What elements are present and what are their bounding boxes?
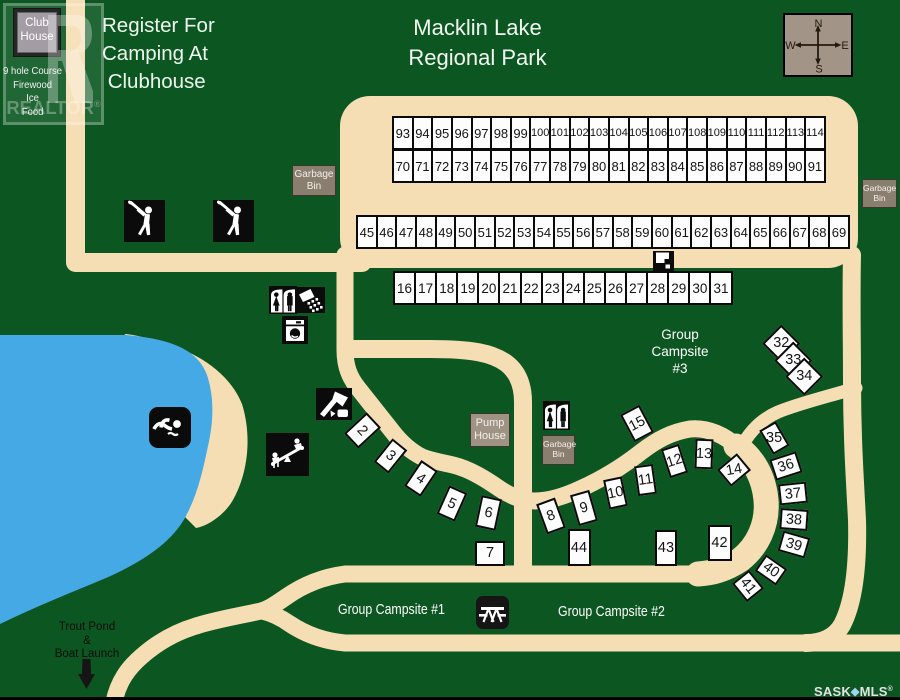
svg-text:N: N [815, 18, 823, 30]
svg-text:W: W [785, 40, 796, 52]
svg-text:E: E [841, 40, 848, 52]
svg-text:S: S [815, 64, 822, 76]
